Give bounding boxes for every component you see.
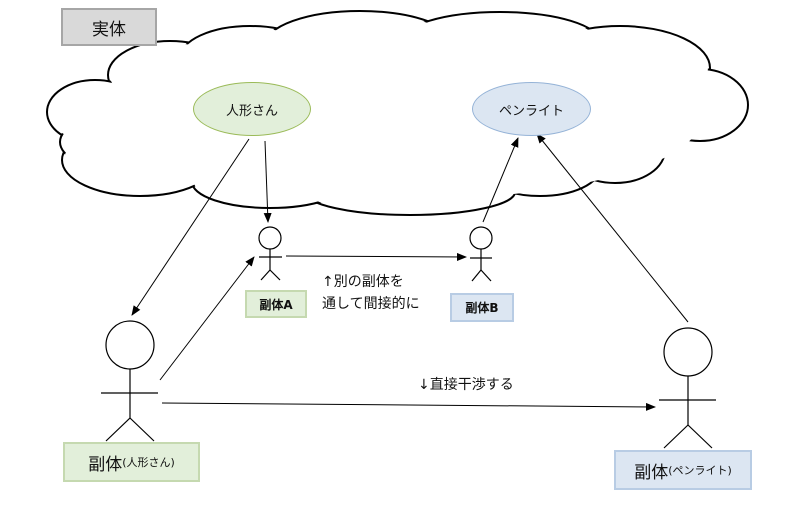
indirect-note: ↑別の副体を 通して間接的に bbox=[322, 271, 420, 315]
arrow-copy-a-to-copy-b bbox=[285, 252, 467, 261]
node-doll-label: 人形さん bbox=[225, 103, 278, 119]
arrow-copy-penlight-to-penlight bbox=[536, 133, 689, 323]
stick-figure-icon bbox=[659, 327, 716, 449]
copy-b-text: 副体B bbox=[465, 301, 499, 315]
arrow-doll-to-copy-doll bbox=[131, 138, 250, 316]
direct-note: ↓直接干渉する bbox=[418, 374, 514, 396]
title-label: 実体 bbox=[61, 8, 157, 46]
arrow-copy-b-to-penlight bbox=[482, 137, 519, 223]
direct-note-text: ↓直接干渉する bbox=[418, 377, 514, 393]
copy-penlight-label: 副体(ペンライト) bbox=[614, 450, 752, 490]
node-doll: 人形さん bbox=[193, 82, 311, 136]
arrow-doll-to-copy-a bbox=[263, 140, 272, 223]
arrow-copy-doll-to-copy-a bbox=[159, 256, 255, 381]
copy-a-text: 副体A bbox=[259, 297, 293, 312]
copy-doll-main: 副体 bbox=[88, 454, 123, 475]
title-text: 実体 bbox=[92, 19, 126, 40]
indirect-note-line1: ↑別の副体を bbox=[322, 274, 404, 290]
copy-b-label: 副体B bbox=[450, 293, 514, 322]
arrows bbox=[131, 133, 689, 411]
copy-a-label: 副体A bbox=[245, 290, 307, 318]
copy-doll-sub: (人形さん) bbox=[122, 456, 175, 469]
indirect-note-line2: 通して間接的に bbox=[322, 296, 420, 312]
copy-doll-label: 副体(人形さん) bbox=[63, 442, 200, 482]
stick-figure-icon bbox=[101, 320, 158, 442]
copy-penlight-main: 副体 bbox=[634, 462, 669, 483]
node-penlight-label: ペンライト bbox=[498, 103, 564, 119]
node-penlight: ペンライト bbox=[472, 82, 591, 136]
copy-penlight-sub: (ペンライト) bbox=[668, 464, 732, 477]
arrow-copy-doll-to-copy-penlight bbox=[161, 402, 656, 411]
stick-figure-icon bbox=[258, 226, 282, 281]
stick-figure-icon bbox=[469, 226, 493, 282]
